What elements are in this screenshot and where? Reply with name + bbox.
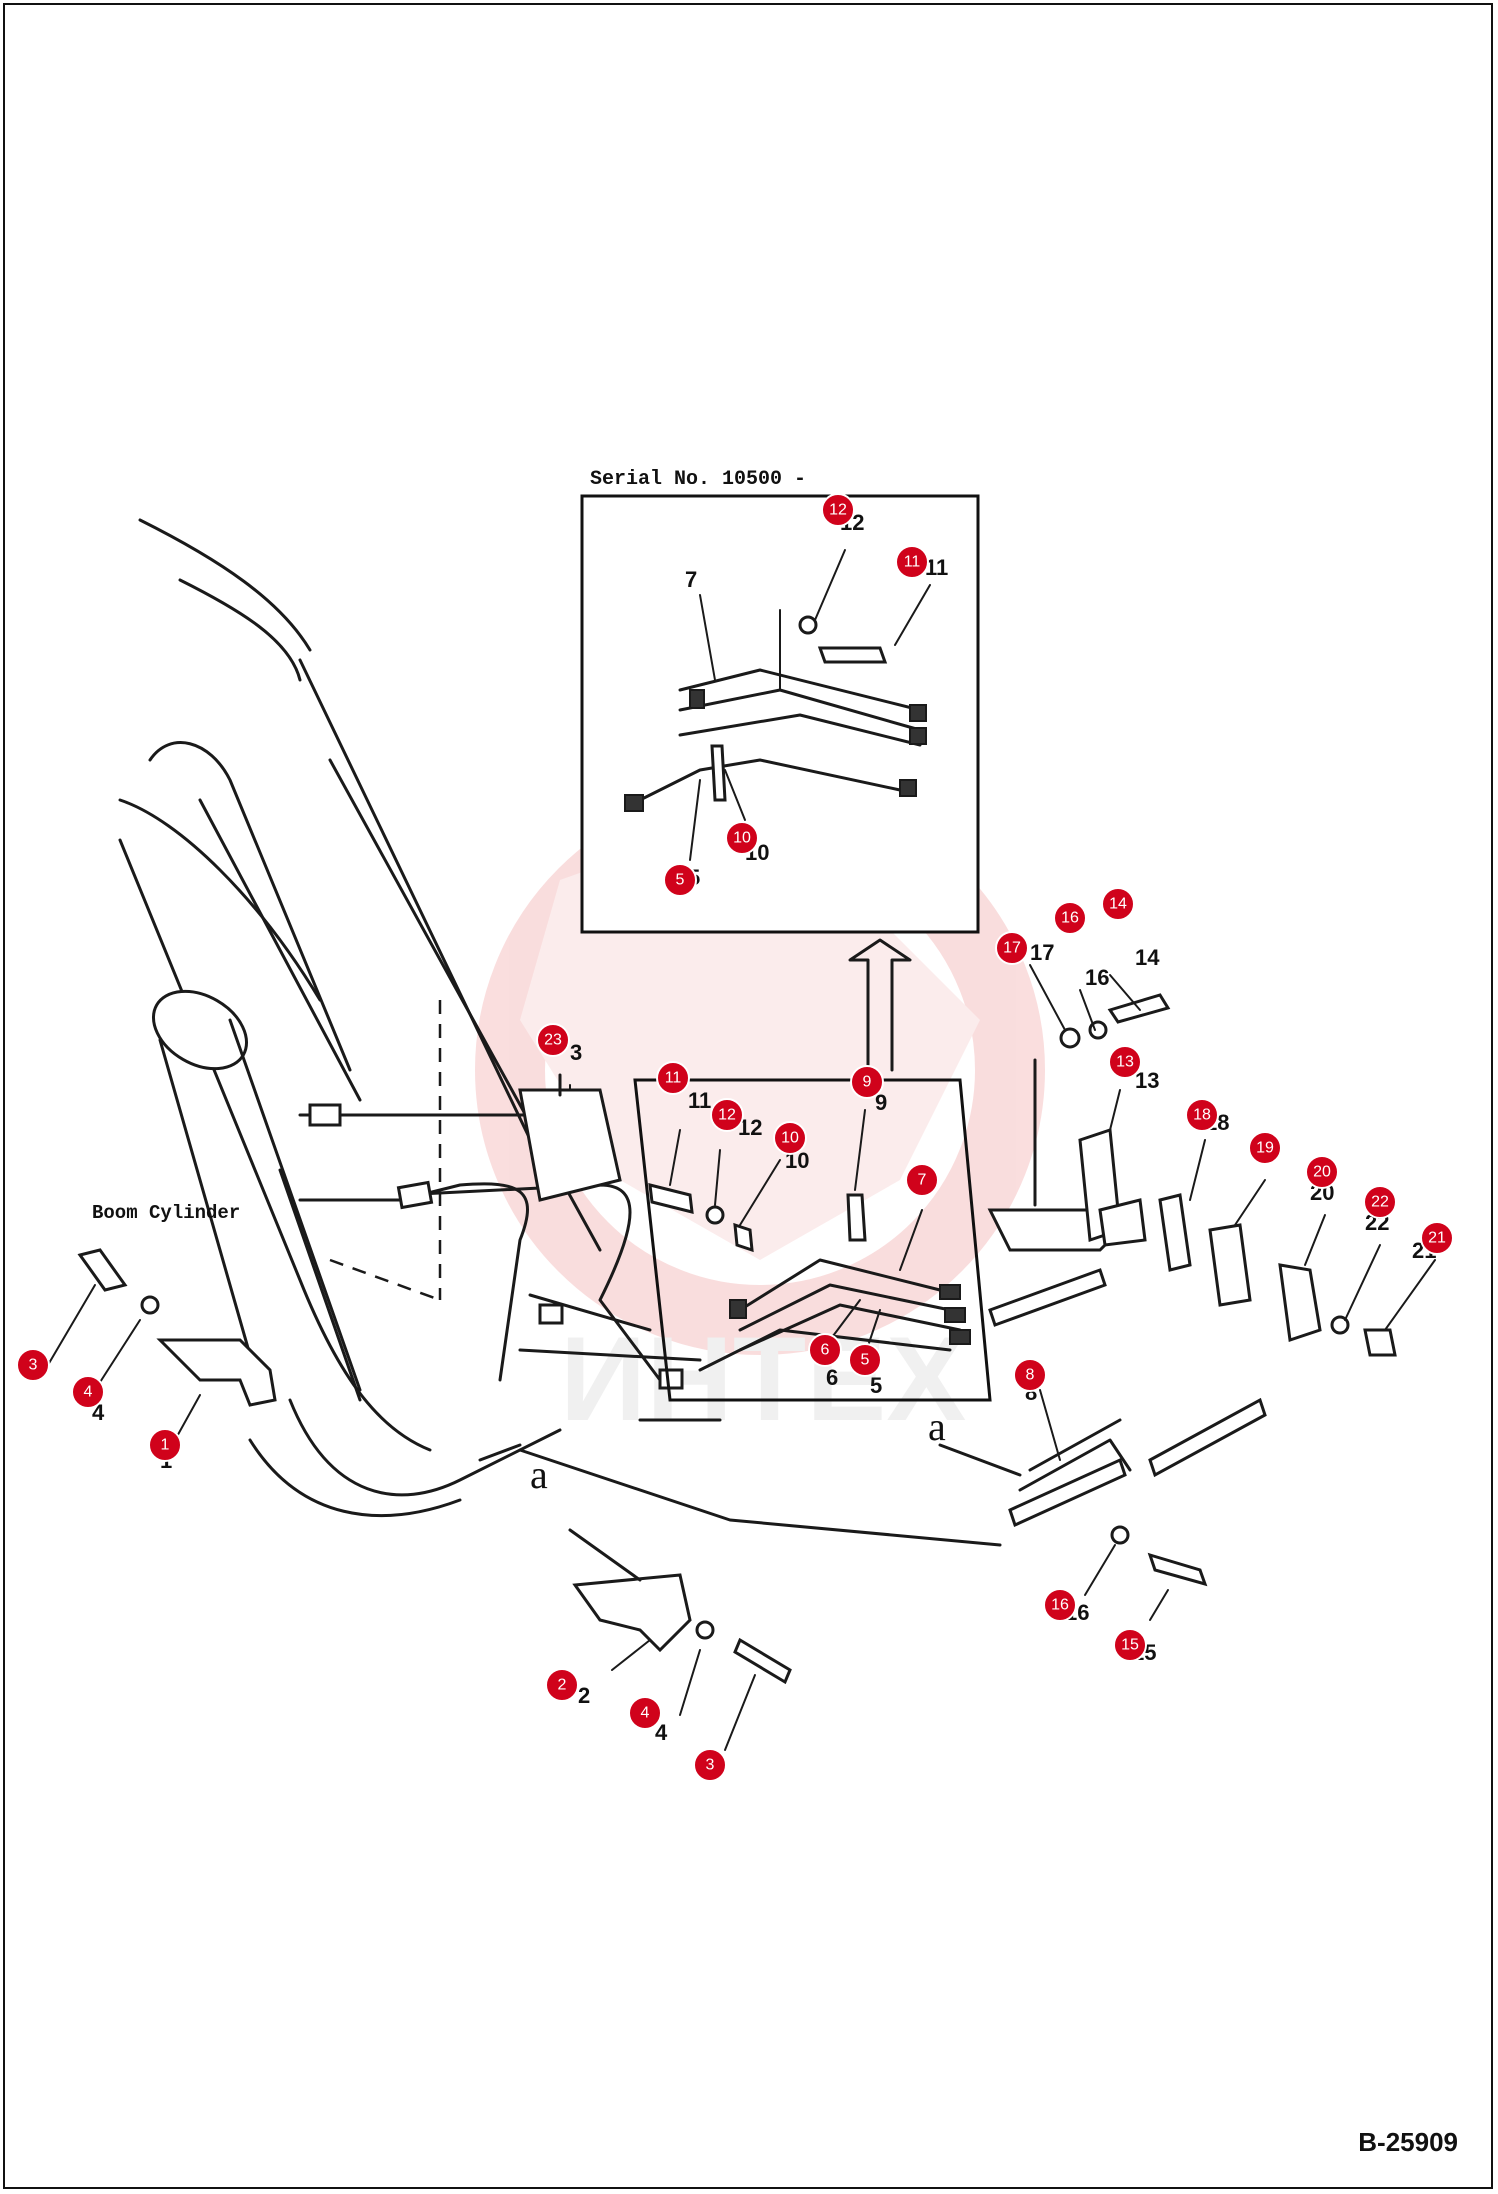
svg-text:5: 5 [861, 1352, 870, 1369]
printed-label: 7 [685, 567, 697, 592]
boom-cylinder-caption: Boom Cylinder [92, 1202, 240, 1224]
inset-title: Serial No. 10500 - [590, 468, 806, 491]
svg-text:2: 2 [558, 1677, 567, 1694]
watermark-text: ИНТЕХ [560, 1312, 966, 1446]
callout-badge: 21 [1420, 1221, 1454, 1255]
printed-label: 16 [1085, 965, 1109, 990]
page-border [3, 3, 1493, 2189]
printed-label: 4 [655, 1720, 668, 1745]
letter-a-right: a [928, 1404, 946, 1449]
svg-text:10: 10 [781, 1130, 799, 1147]
callout-badge: 22 [1363, 1185, 1397, 1219]
callout-badge: 5 [663, 863, 697, 897]
svg-text:16: 16 [1051, 1597, 1069, 1614]
svg-text:10: 10 [733, 830, 751, 847]
svg-text:11: 11 [665, 1070, 682, 1087]
svg-text:15: 15 [1121, 1637, 1139, 1654]
svg-text:11: 11 [904, 554, 921, 571]
svg-text:7: 7 [918, 1172, 927, 1189]
svg-text:5: 5 [676, 872, 685, 889]
clamp-parts [987, 993, 1397, 1587]
svg-text:6: 6 [821, 1342, 830, 1359]
inset-serial-box: Serial No. 10500 - [580, 468, 980, 934]
callouts: 1 2 3 3 4 4 5 5 6 7 8 9 10 10 11 11 12 1… [16, 493, 1454, 1782]
svg-text:12: 12 [829, 502, 847, 519]
printed-label: 2 [578, 1683, 590, 1708]
leader-lines [44, 549, 1436, 1751]
callout-badge: 2 [545, 1668, 579, 1702]
printed-label: 14 [1135, 945, 1160, 970]
printed-label: 11 [688, 1088, 711, 1113]
svg-text:13: 13 [1116, 1054, 1134, 1071]
mounting-brackets [77, 1248, 792, 1685]
printed-label: 3 [570, 1040, 582, 1065]
printed-label: 13 [1135, 1068, 1159, 1093]
callout-badge: 16 [1053, 901, 1087, 935]
svg-text:14: 14 [1109, 896, 1127, 913]
svg-text:3: 3 [706, 1757, 715, 1774]
svg-text:9: 9 [863, 1074, 872, 1091]
document-number: B-25909 [1358, 2127, 1458, 2157]
svg-text:23: 23 [544, 1032, 562, 1049]
svg-text:3: 3 [29, 1357, 38, 1374]
callout-badge: 7 [905, 1163, 939, 1197]
callout-badge: 5 [848, 1343, 882, 1377]
svg-text:8: 8 [1026, 1367, 1035, 1384]
callout-badge: 16 [1043, 1588, 1077, 1622]
callout-badge: 12 [821, 493, 855, 527]
callout-badge: 20 [1305, 1155, 1339, 1189]
callout-badge: 3 [16, 1348, 50, 1382]
callout-badge: 11 [656, 1061, 690, 1095]
callout-badge: 12 [710, 1098, 744, 1132]
bracket-plate-23 [518, 1073, 622, 1202]
callout-badge: 11 [895, 545, 929, 579]
callout-badge: 18 [1185, 1098, 1219, 1132]
callout-badge: 9 [850, 1065, 884, 1099]
callout-badge: 6 [808, 1333, 842, 1367]
printed-label: 17 [1030, 940, 1054, 965]
callout-badge: 4 [628, 1696, 662, 1730]
printed-label: 11 [925, 555, 948, 580]
callout-badge: 23 [536, 1023, 570, 1057]
svg-text:21: 21 [1428, 1230, 1446, 1247]
svg-text:1: 1 [161, 1437, 170, 1454]
callout-badge: 3 [693, 1748, 727, 1782]
detail-box [633, 1078, 992, 1402]
svg-text:17: 17 [1003, 940, 1021, 957]
arrow-up [848, 938, 912, 1072]
svg-text:16: 16 [1061, 910, 1079, 927]
callout-badge: 8 [1013, 1358, 1047, 1392]
callout-badge: 19 [1248, 1131, 1282, 1165]
svg-text:22: 22 [1371, 1194, 1389, 1211]
letter-a-left: a [530, 1452, 548, 1497]
hose-runs [298, 1103, 1002, 1547]
callout-badge: 10 [773, 1121, 807, 1155]
callout-badge: 13 [1108, 1045, 1142, 1079]
callout-badge: 10 [725, 821, 759, 855]
callout-badge: 14 [1101, 887, 1135, 921]
svg-text:20: 20 [1313, 1164, 1331, 1181]
svg-text:4: 4 [84, 1384, 93, 1401]
callout-badge: 17 [995, 931, 1029, 965]
callout-badge: 15 [1113, 1628, 1147, 1662]
callout-badge: 1 [148, 1428, 182, 1462]
svg-text:19: 19 [1256, 1140, 1274, 1157]
printed-label: 5 [870, 1373, 882, 1398]
printed-label: 6 [826, 1365, 838, 1390]
printed-label: 9 [875, 1090, 887, 1115]
svg-text:4: 4 [641, 1705, 650, 1722]
svg-text:12: 12 [718, 1107, 736, 1124]
callout-badge: 4 [71, 1375, 105, 1409]
svg-text:18: 18 [1193, 1107, 1211, 1124]
